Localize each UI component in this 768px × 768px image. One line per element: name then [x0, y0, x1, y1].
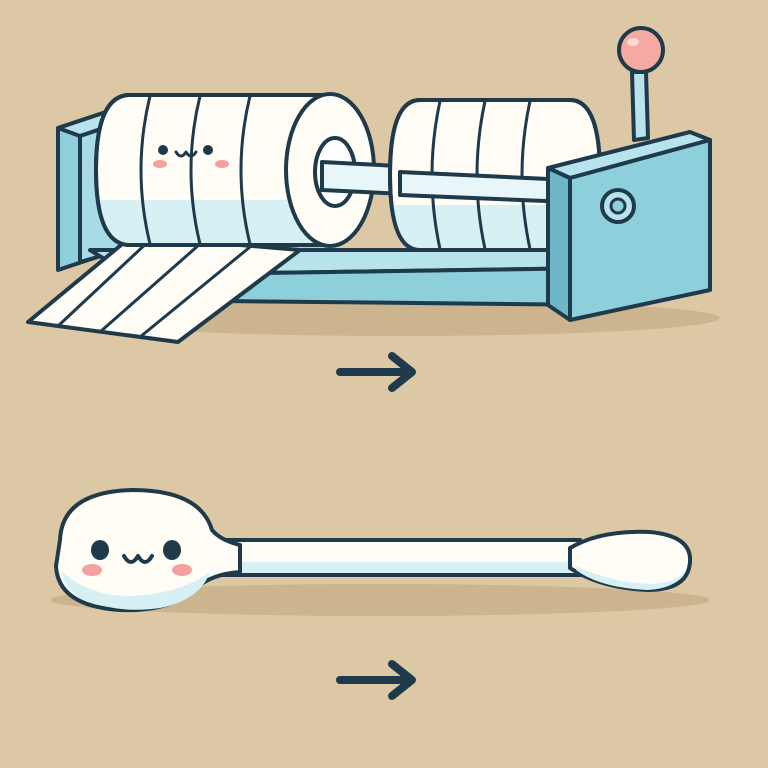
lever-knob [617, 26, 665, 74]
left-roll-band [189, 94, 202, 246]
roll-machine [26, 26, 720, 344]
swab-head-shade [62, 572, 210, 610]
swab-left-eye [91, 540, 109, 560]
swab-right-cheek [172, 564, 192, 576]
housing-port-inner [609, 197, 627, 215]
roll-mouth [174, 150, 198, 158]
paper-strip-line [98, 242, 202, 334]
swab-left-cheek [82, 564, 102, 576]
left-roll-band [239, 94, 252, 246]
lever-knob-shine [627, 38, 639, 46]
paper-strip-line [56, 238, 152, 328]
swab-right-eye [163, 540, 181, 560]
lever-stem [630, 70, 650, 142]
swab-mouth [122, 554, 154, 564]
paper-strip-line [138, 245, 252, 339]
roll-right-cheek [215, 160, 229, 168]
swab-stick-shade [222, 562, 578, 573]
swab-small-tip-shade [576, 566, 686, 590]
roll-left-cheek [153, 160, 167, 168]
swab-head [54, 488, 242, 613]
arrow-right-icon [336, 352, 416, 392]
left-roll-shade [100, 200, 352, 245]
roll-left-eye [158, 145, 168, 155]
cotton-swab [50, 488, 710, 616]
machine-housing-side [568, 138, 712, 322]
right-roll-band [520, 99, 532, 251]
arrow-right-icon [336, 660, 416, 700]
roll-right-eye [203, 145, 213, 155]
swab-shadow [50, 584, 710, 616]
machine-housing-front [546, 166, 572, 322]
left-roll-band [139, 94, 152, 246]
